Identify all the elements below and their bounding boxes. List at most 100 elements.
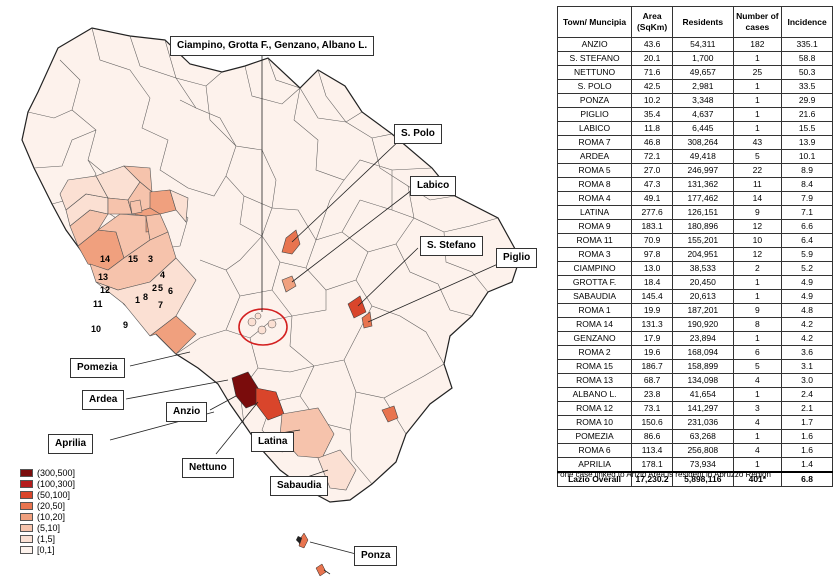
callout-labico: Labico bbox=[410, 176, 457, 196]
table-cell: 72.1 bbox=[631, 149, 674, 164]
table-cell: 27.0 bbox=[631, 163, 674, 178]
table-cell: POMEZIA bbox=[556, 429, 633, 444]
table-cell: SABAUDIA bbox=[556, 289, 633, 304]
table-cell: 10 bbox=[732, 233, 783, 248]
legend-item: (5,10] bbox=[20, 523, 75, 533]
table-cell: LABICO bbox=[556, 121, 633, 136]
table-cell: ROMA 7 bbox=[556, 135, 633, 150]
table-cell: 186.7 bbox=[631, 359, 674, 374]
table-cell: 9 bbox=[732, 205, 783, 220]
table-cell: 150.6 bbox=[631, 415, 674, 430]
table-footnote: *one case linked to Anzio Area is reside… bbox=[557, 470, 771, 479]
table-cell: PIGLIO bbox=[556, 107, 633, 122]
table-cell: 2 bbox=[732, 261, 783, 276]
table-cell: 43.6 bbox=[631, 37, 674, 52]
table-cell: 335.1 bbox=[781, 37, 833, 52]
table-cell: 20.1 bbox=[631, 51, 674, 66]
table-cell: 12 bbox=[732, 219, 783, 234]
table-cell: ROMA 1 bbox=[556, 303, 633, 318]
table-cell: 1.7 bbox=[781, 415, 833, 430]
callout-ciampino-group: Ciampino, Grotta F., Genzano, Albano L. bbox=[170, 36, 375, 56]
table-cell: Lazio Overall bbox=[556, 471, 633, 487]
area-ardea bbox=[149, 315, 197, 355]
table-cell: 25 bbox=[732, 65, 783, 80]
table-cell: 180,896 bbox=[672, 219, 734, 234]
legend-swatch bbox=[20, 513, 33, 521]
table-cell: 6 bbox=[732, 345, 783, 360]
table-cell: 19.6 bbox=[631, 345, 674, 360]
table-cell: ROMA 3 bbox=[556, 247, 633, 262]
table-cell: 182 bbox=[732, 37, 783, 52]
municipio-label: 12 bbox=[100, 285, 111, 295]
area-pomezia-aprilia bbox=[95, 257, 197, 337]
legend-swatch bbox=[20, 524, 33, 532]
table-cell: 1,700 bbox=[672, 51, 734, 66]
table-cell: 2.1 bbox=[781, 401, 833, 416]
legend-swatch bbox=[20, 469, 33, 477]
table-cell: 1 bbox=[732, 289, 783, 304]
table-cell: ROMA 12 bbox=[556, 401, 633, 416]
table-cell: 126,151 bbox=[672, 205, 734, 220]
area-nettuno bbox=[255, 387, 285, 421]
legend-swatch bbox=[20, 480, 33, 488]
table-cell: 1.6 bbox=[781, 443, 833, 458]
table-cell: 11 bbox=[732, 177, 783, 192]
table-cell: 113.4 bbox=[631, 443, 674, 458]
table-cell: 8.4 bbox=[781, 177, 833, 192]
table-cell: 49.1 bbox=[631, 191, 674, 206]
legend-item: (100,300] bbox=[20, 479, 75, 489]
table-cell: 1 bbox=[732, 275, 783, 290]
incidence-legend: (300,500](100,300](50,100](20,50](10,20]… bbox=[20, 468, 75, 556]
table-cell: 47.3 bbox=[631, 177, 674, 192]
legend-item: [0,1] bbox=[20, 545, 75, 555]
legend-label: (300,500] bbox=[37, 468, 76, 478]
table-cell: 204,951 bbox=[672, 247, 734, 262]
legend-label: [0,1] bbox=[37, 545, 55, 555]
table-cell: LATINA bbox=[556, 205, 633, 220]
table-cell: 3 bbox=[732, 401, 783, 416]
table-cell: 41,654 bbox=[672, 387, 734, 402]
table-cell: 158,899 bbox=[672, 359, 734, 374]
table-cell: 7.1 bbox=[781, 205, 833, 220]
table-cell: CIAMPINO bbox=[556, 261, 633, 276]
table-cell: 22 bbox=[732, 163, 783, 178]
table-cell: 256,808 bbox=[672, 443, 734, 458]
legend-item: (50,100] bbox=[20, 490, 75, 500]
table-cell: 43 bbox=[732, 135, 783, 150]
table-cell: 190,920 bbox=[672, 317, 734, 332]
table-cell: ARDEA bbox=[556, 149, 633, 164]
table-cell: 19.9 bbox=[631, 303, 674, 318]
municipio-label: 4 bbox=[160, 270, 166, 280]
table-cell: 145.4 bbox=[631, 289, 674, 304]
table-cell: ROMA 9 bbox=[556, 219, 633, 234]
table-cell: 42.5 bbox=[631, 79, 674, 94]
table-cell: 277.6 bbox=[631, 205, 674, 220]
table-cell: 5.9 bbox=[781, 247, 833, 262]
table-cell: 7.9 bbox=[781, 191, 833, 206]
legend-item: (300,500] bbox=[20, 468, 75, 478]
table-cell: ROMA 8 bbox=[556, 177, 633, 192]
table-cell: 50.3 bbox=[781, 65, 833, 80]
table-cell: 168,094 bbox=[672, 345, 734, 360]
area-piglio bbox=[361, 311, 373, 329]
table-cell: 35.4 bbox=[631, 107, 674, 122]
table-cell: 4 bbox=[732, 415, 783, 430]
table-cell: 1 bbox=[732, 51, 783, 66]
table-cell: 58.8 bbox=[781, 51, 833, 66]
table-cell: 134,098 bbox=[672, 373, 734, 388]
municipio-label: 15 bbox=[128, 254, 139, 264]
